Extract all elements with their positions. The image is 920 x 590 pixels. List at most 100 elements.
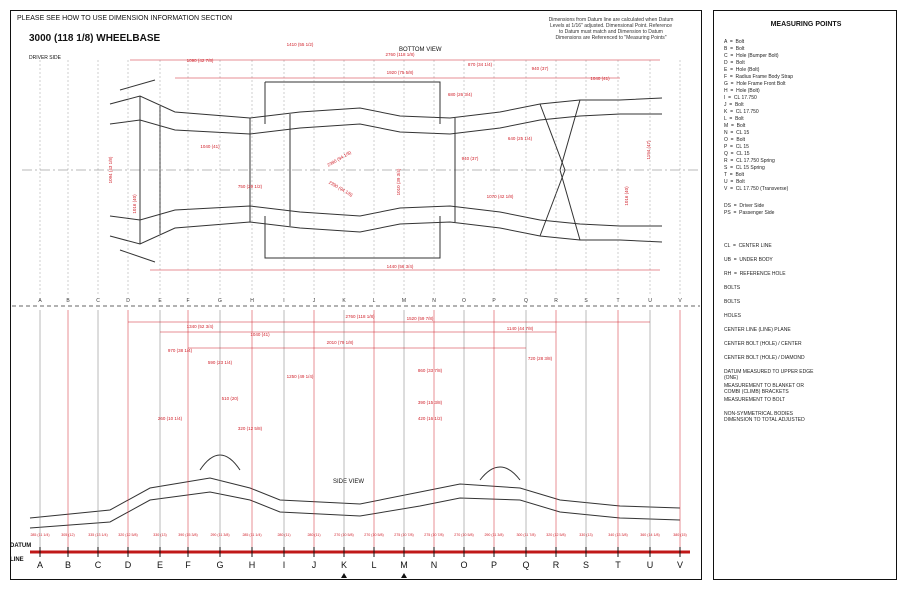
dimension-bottom.mid_3: 1010 (39 3/4) xyxy=(396,168,401,195)
dimension-bottom.top_5: 1040 (41) xyxy=(590,76,610,81)
dimension-bottom.mid_2: 750 (29 1/2) xyxy=(238,184,263,189)
height-label-I: 280 (11) xyxy=(277,533,290,537)
height-label-M: 275 (10 7/8) xyxy=(394,533,413,537)
separator-letter-B: B xyxy=(66,298,70,304)
datum-letter-Q: Q xyxy=(522,560,529,570)
height-label-V: 380 (15) xyxy=(673,533,686,537)
legend-symbol-9: DATUM MEASURED TO UPPER EDGE (ONE) xyxy=(724,369,814,381)
dimension-bottom.top_span: 2760 (118 1/8) xyxy=(386,52,415,57)
dimension-side.s15: 320 (12 5/8) xyxy=(238,426,263,431)
height-label-C: 335 (13 1/4) xyxy=(88,533,107,537)
top-note: Dimensions from Datum line are calculate… xyxy=(548,17,674,41)
dimension-bottom.top_6: 680 (26 3/4) xyxy=(448,92,473,97)
datum-letter-C: C xyxy=(95,560,102,570)
dimension-bottom.diag_2: 2390 (94 1/8) xyxy=(328,180,354,198)
dimension-bottom.top_4: 940 (37) xyxy=(532,66,549,71)
datum-marker-M xyxy=(401,573,407,578)
legend-symbol-10: MEASUREMENT TO BLANKET OR COMBI (CLIMB) … xyxy=(724,383,804,395)
legend-symbol-3: BOLTS xyxy=(724,285,741,291)
height-label-E: 330 (13) xyxy=(153,533,166,537)
legend-point-11: L = Bolt xyxy=(724,116,744,122)
legend-point-1: B = Bolt xyxy=(724,46,745,52)
legend-point-19: T = Bolt xyxy=(724,172,745,178)
datum-letter-P: P xyxy=(491,560,497,570)
separator-letter-T: T xyxy=(616,298,619,304)
datum-marker-K xyxy=(341,573,347,578)
dimension-side.s5: 1140 (44 7/8) xyxy=(507,326,534,331)
dimension-labels: 2760 (118 1/8)1920 (75 5/8)1094 (43 1/8)… xyxy=(30,42,686,537)
height-label-Q: 300 (11 7/8) xyxy=(516,533,535,537)
datum-ticks xyxy=(39,547,681,557)
datum-letter-A: A xyxy=(37,560,43,570)
dimension-side.s11: 510 (20) xyxy=(222,396,239,401)
legend-symbol-11: MEASUREMENT TO BOLT xyxy=(724,397,786,403)
dimension-bottom.center_bottom: 1440 (56 3/4) xyxy=(387,264,414,269)
separator-letter-D: D xyxy=(126,298,130,304)
bottom-view-label: BOTTOM VIEW xyxy=(399,47,442,53)
legend-symbol-5: HOLES xyxy=(724,313,741,319)
separator-letter-C: C xyxy=(96,298,100,304)
legend-point-14: O = Bolt xyxy=(724,137,745,143)
legend-point-8: I = CL 17.750 xyxy=(724,95,757,101)
dimension-side.s9: 860 (33 7/8) xyxy=(418,368,443,373)
dimension-bottom.rear_width: 1016 (40) xyxy=(624,186,629,206)
height-label-O: 270 (10 5/8) xyxy=(454,533,473,537)
side-view-frame xyxy=(29,454,681,529)
legend-point-0: A = Bolt xyxy=(724,39,745,45)
legend-point-18: S = CL 15 Spring xyxy=(724,165,765,171)
legend-side-0: DS = Driver Side xyxy=(724,203,765,209)
datum-letter-S: S xyxy=(583,560,589,570)
driver-side-label: DRIVER SIDE xyxy=(29,55,61,61)
dimension-side.s2: 1040 (41) xyxy=(250,332,270,337)
separator-letter-R: R xyxy=(554,298,558,304)
legend-point-9: J = Bolt xyxy=(724,102,744,108)
separator-letter-L: L xyxy=(373,298,376,304)
dimension-side.s8: 1250 (49 1/4) xyxy=(287,374,314,379)
separator-letter-J: J xyxy=(313,298,316,304)
dimension-side.s1: 1340 (52 3/4) xyxy=(187,324,214,329)
height-label-P: 290 (11 3/8) xyxy=(484,533,503,537)
datum-letters: AABBCCDDEEFFGGHHIIJJKKLLMMNNOOPPQQRRSSTT… xyxy=(37,298,683,578)
height-label-R: 320 (12 5/8) xyxy=(546,533,565,537)
dimension-side.s4: 1520 (59 7/8) xyxy=(407,316,434,321)
separator-letter-N: N xyxy=(432,298,436,304)
legend-point-20: U = Bolt xyxy=(724,179,745,185)
page-title: 3000 (118 1/8) WHEELBASE xyxy=(29,33,161,44)
datum-letter-L: L xyxy=(371,560,376,570)
separator-letter-A: A xyxy=(38,298,42,304)
datum-letter-E: E xyxy=(157,560,163,570)
legend-side-1: PS = Passenger Side xyxy=(724,210,775,216)
legend-symbol-12: NON-SYMMETRICAL BODIES DIMENSION TO TOTA… xyxy=(724,411,805,423)
legend-symbol-4: BOLTS xyxy=(724,299,741,305)
dimension-side.s13: 420 (16 1/2) xyxy=(418,416,443,421)
datum-letter-V: V xyxy=(677,560,683,570)
datum-letter-B: B xyxy=(65,560,71,570)
datum-letter-N: N xyxy=(431,560,438,570)
separator-letter-S: S xyxy=(584,298,588,304)
bottom-view-frame xyxy=(109,79,663,263)
separator-letter-H: H xyxy=(250,298,254,304)
separator-letter-M: M xyxy=(402,298,406,304)
legend-symbol-1: UB = UNDER BODY xyxy=(724,257,773,263)
datum-letter-M: M xyxy=(400,560,408,570)
separator-letter-G: G xyxy=(218,298,222,304)
separator-letter-U: U xyxy=(648,298,652,304)
separator-letter-P: P xyxy=(492,298,496,304)
dimension-side.s7: 590 (23 1/4) xyxy=(208,360,233,365)
main-panel: PLEASE SEE HOW TO USE DIMENSION INFORMAT… xyxy=(10,10,702,580)
datum-letter-T: T xyxy=(615,560,621,570)
datum-letter-R: R xyxy=(553,560,560,570)
datum-letter-O: O xyxy=(460,560,467,570)
construction-lines xyxy=(39,60,681,548)
legend-symbol-6: CENTER LINE (LINE) PLANE xyxy=(724,327,791,333)
legend-point-3: D = Bolt xyxy=(724,60,745,66)
datum-letter-D: D xyxy=(125,560,132,570)
datum-line-label: LINE xyxy=(10,557,24,563)
legend-point-4: E = Hole (Bolt) xyxy=(724,67,760,73)
datum-letter-J: J xyxy=(312,560,317,570)
height-label-F: 390 (15 3/8) xyxy=(178,533,197,537)
legend-point-15: P = CL 15 xyxy=(724,144,749,150)
datum-letter-H: H xyxy=(249,560,256,570)
